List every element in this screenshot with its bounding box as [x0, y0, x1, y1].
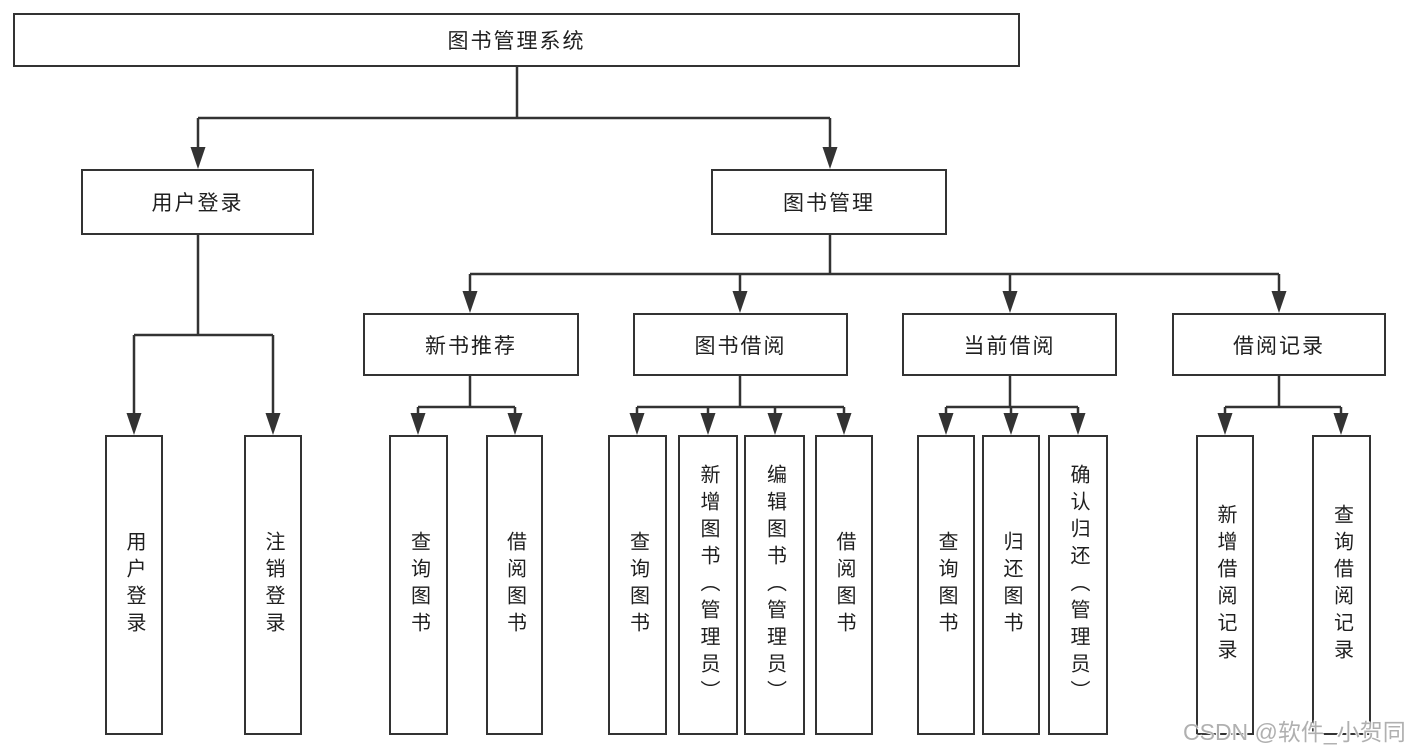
node-book-management-label: 图书管理	[783, 192, 875, 215]
leaf-user-login-label: 用户登录	[123, 531, 145, 639]
leaf-query-books-1-label: 查询图书	[407, 531, 430, 639]
node-borrow-records-label: 借阅记录	[1233, 334, 1325, 358]
leaf-borrow-books-1: 借阅图书	[486, 435, 543, 735]
arrow-down-icon	[732, 291, 748, 313]
leaf-borrow-books-2-label: 借阅图书	[833, 531, 855, 639]
leaf-borrow-books-1-label: 借阅图书	[503, 531, 526, 639]
arrow-down-icon	[126, 413, 142, 435]
node-borrow-records: 借阅记录	[1172, 313, 1386, 376]
arrow-down-icon	[767, 413, 783, 435]
arrow-down-icon	[836, 413, 852, 435]
leaf-return-book-label: 归还图书	[1000, 531, 1022, 639]
arrow-down-icon	[1217, 413, 1233, 435]
node-new-book-recommend-label: 新书推荐	[425, 334, 517, 358]
node-new-book-recommend: 新书推荐	[363, 313, 579, 376]
leaf-add-borrow-record: 新增借阅记录	[1196, 435, 1254, 735]
arrow-down-icon	[190, 147, 206, 169]
leaf-query-books-2: 查询图书	[608, 435, 667, 735]
node-library-system: 图书管理系统	[13, 13, 1020, 67]
node-library-system-label: 图书管理系统	[447, 30, 586, 53]
leaf-add-book-admin: 新增图书（管理员）	[678, 435, 738, 735]
leaf-logout-label: 注销登录	[262, 531, 284, 639]
leaf-query-books-3: 查询图书	[917, 435, 975, 735]
leaf-edit-book-admin: 编辑图书（管理员）	[744, 435, 805, 735]
arrow-down-icon	[1003, 413, 1019, 435]
node-current-borrowing-label: 当前借阅	[963, 334, 1056, 358]
connector-lines	[132, 67, 1343, 417]
arrow-down-icon	[1333, 413, 1349, 435]
node-user-login-label: 用户登录	[151, 192, 244, 215]
arrow-down-icon	[265, 413, 281, 435]
arrowheads	[126, 147, 1349, 435]
leaf-logout: 注销登录	[244, 435, 302, 735]
leaf-query-borrow-record: 查询借阅记录	[1312, 435, 1371, 735]
leaf-add-borrow-record-label: 新增借阅记录	[1214, 504, 1236, 666]
arrow-down-icon	[1070, 413, 1086, 435]
arrow-down-icon	[462, 291, 478, 313]
watermark: CSDN @软件_小贺同学	[1183, 719, 1405, 745]
leaf-query-books-2-label: 查询图书	[626, 531, 649, 639]
node-current-borrowing: 当前借阅	[902, 313, 1117, 376]
node-book-borrowing: 图书借阅	[633, 313, 848, 376]
leaf-add-book-admin-label: 新增图书（管理员）	[697, 463, 719, 707]
leaf-confirm-return-admin: 确认归还（管理员）	[1048, 435, 1108, 735]
arrow-down-icon	[410, 413, 426, 435]
arrow-down-icon	[822, 147, 838, 169]
arrow-down-icon	[629, 413, 645, 435]
node-book-management: 图书管理	[711, 169, 947, 235]
arrow-down-icon	[938, 413, 954, 435]
leaf-return-book: 归还图书	[982, 435, 1040, 735]
leaf-edit-book-admin-label: 编辑图书（管理员）	[763, 463, 786, 707]
leaf-query-books-1: 查询图书	[389, 435, 448, 735]
arrow-down-icon	[1271, 291, 1287, 313]
leaf-query-borrow-record-label: 查询借阅记录	[1330, 504, 1353, 666]
arrow-down-icon	[1002, 291, 1018, 313]
arrow-down-icon	[507, 413, 523, 435]
leaf-query-books-3-label: 查询图书	[935, 531, 957, 639]
leaf-confirm-return-admin-label: 确认归还（管理员）	[1067, 463, 1089, 707]
leaf-user-login: 用户登录	[105, 435, 163, 735]
node-user-login: 用户登录	[81, 169, 314, 235]
arrow-down-icon	[700, 413, 716, 435]
leaf-borrow-books-2: 借阅图书	[815, 435, 873, 735]
node-book-borrowing-label: 图书借阅	[694, 334, 787, 358]
